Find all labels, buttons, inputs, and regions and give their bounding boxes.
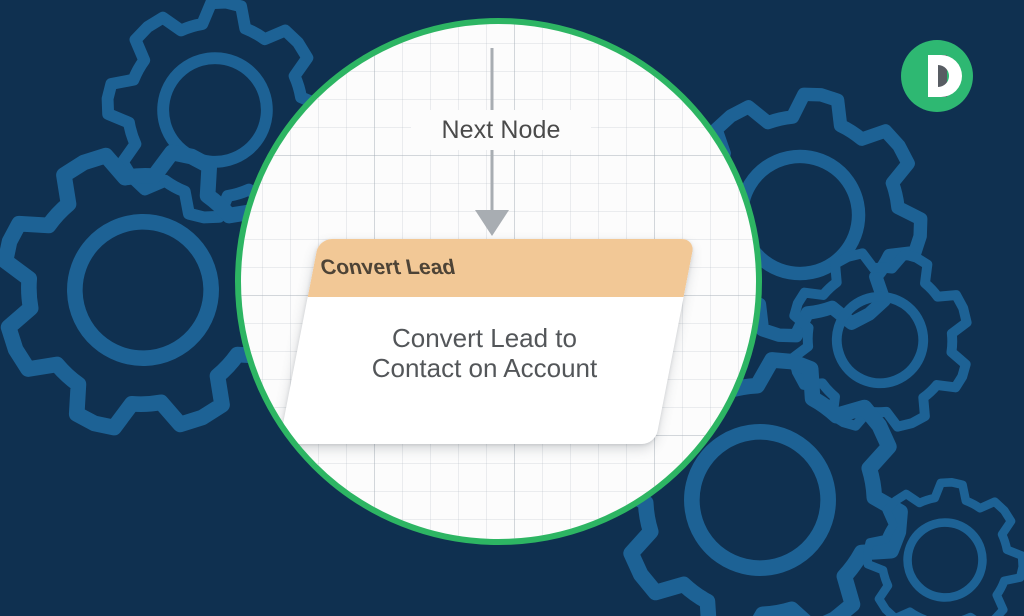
flow-canvas-circle: Next Node Convert Lead to Contact on Acc… xyxy=(235,18,762,545)
arrow-down-icon xyxy=(475,210,509,236)
node-body-line-1: Convert Lead to xyxy=(392,323,578,353)
node-body: Convert Lead to Contact on Account xyxy=(279,297,684,444)
ld-logo xyxy=(901,40,973,112)
node-body-text-wrapper: Convert Lead to Contact on Account xyxy=(372,323,597,383)
node-body-line-2: Contact on Account xyxy=(371,353,598,384)
flow-node-convert-lead[interactable]: Convert Lead to Contact on Account Conve… xyxy=(279,239,695,444)
node-badge[interactable] xyxy=(749,397,756,477)
logo-letter-d xyxy=(928,55,962,97)
node-header-label: Convert Lead xyxy=(318,256,458,279)
node-badge-circle xyxy=(755,403,756,471)
connector-label: Next Node xyxy=(411,110,591,150)
